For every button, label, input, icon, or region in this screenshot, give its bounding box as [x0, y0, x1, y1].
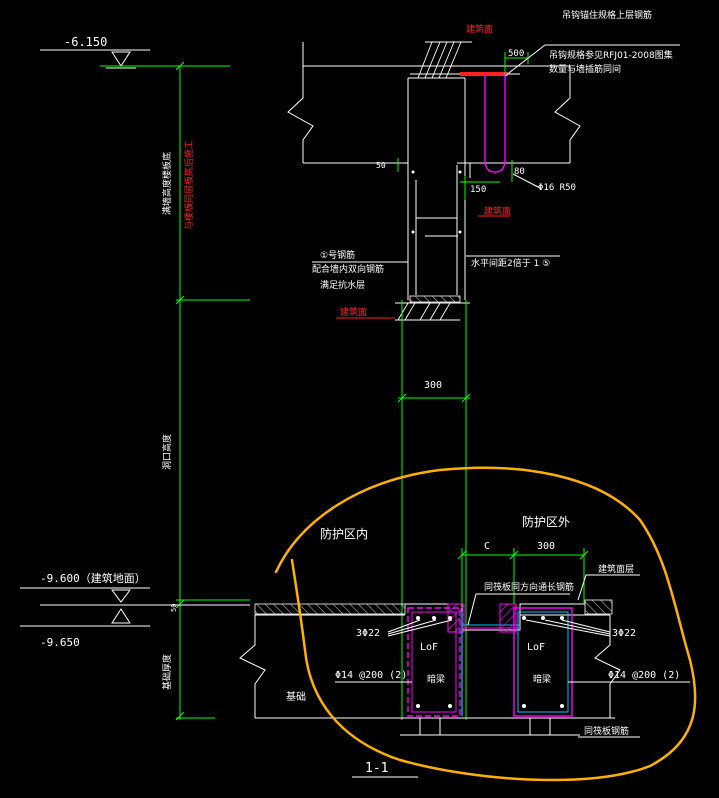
stirrup-left-label: Φ14 @200 (2) [335, 670, 407, 681]
dim-150: 150 [470, 185, 486, 195]
lof-right-label: LoF [527, 642, 545, 653]
hook-rebar [484, 74, 506, 173]
rebar-note: 同筏板同方向通长钢筋 [484, 581, 574, 593]
hidden-beam-left: LoF 暗梁 [407, 607, 463, 717]
top-slab [287, 42, 581, 300]
bar-note-3: 满足抗水层 [320, 279, 365, 291]
note-top-right-3: 数量与墙插筋同间 [549, 63, 621, 75]
dim-50: 50 [376, 161, 386, 170]
beam-right-label: 暗梁 [533, 673, 551, 685]
lower-wall-base [395, 302, 470, 321]
dim-c: C [484, 541, 490, 552]
wall-rebar [415, 162, 480, 295]
dim-300-mid: 300 [424, 380, 442, 391]
right-floor-finish [584, 599, 613, 615]
note-top-right-1: 吊钩锚住规格上层钢筋 [562, 9, 652, 21]
foundation-label: 基础 [286, 690, 306, 703]
highlight-outline [274, 466, 697, 782]
vertical-label-foundation: 基础厚度 [161, 654, 173, 690]
top-slab-red-finish [460, 72, 508, 76]
raft-label: 同筏板钢筋 [584, 725, 629, 737]
protect-out-label: 防护区外 [522, 514, 570, 529]
elevation-marker-top: -6.150 [40, 35, 150, 69]
mid-red-label: 建筑面 [484, 205, 511, 217]
elevation-top-text: -6.150 [64, 35, 107, 49]
dim-500: 500 [508, 49, 524, 59]
dim-300-right: 300 [537, 541, 555, 552]
horizontal-bar-note: 水平间距2倍于 1 ⑤ [471, 257, 550, 269]
vertical-dimension [175, 61, 250, 721]
elevation-floor-text: -9.600（建筑地面） [40, 571, 146, 585]
dim-80: 80 [514, 167, 525, 177]
beam-left-label: 暗梁 [427, 673, 445, 685]
section-title: 1-1 [365, 761, 388, 776]
top-red-label: 建筑面 [466, 23, 493, 35]
left-floor-finish [254, 603, 406, 615]
lof-left-label: LoF [420, 642, 438, 653]
elevation-bottom-text: -9.650 [40, 636, 80, 649]
elevation-marker-floor: -9.600（建筑地面） -9.650 [20, 571, 250, 649]
floor-slab [239, 614, 621, 719]
vertical-label-red: 与楼板同层板底后施工 [183, 140, 195, 230]
bar-note-2: 配合墙内双向钢筋 [312, 263, 384, 275]
vertical-label-opening: 洞口高度 [161, 434, 173, 470]
protect-in-label: 防护区内 [320, 526, 368, 541]
vertical-label-wall: 满墙高度楼板底 [161, 152, 173, 215]
hidden-beam-right: LoF 暗梁 [513, 607, 573, 717]
stirrup-right-label: Φ14 @200 (2) [608, 670, 680, 681]
note-top-right-2: 吊钩规格参见RFJ01-2008图集 [549, 49, 673, 61]
bar-note-1: ①号钢筋 [320, 249, 355, 261]
finish-layer: 建筑面层 [598, 563, 634, 575]
bottom-red-label: 建筑面 [340, 306, 367, 318]
dim-50-floor: 50 [170, 604, 178, 612]
bars-right-label: 3Φ22 [612, 628, 636, 639]
top-slab-hatch [417, 41, 472, 79]
hook-label: Φ16 R50 [538, 183, 576, 193]
bars-left-label: 3Φ22 [356, 628, 380, 639]
